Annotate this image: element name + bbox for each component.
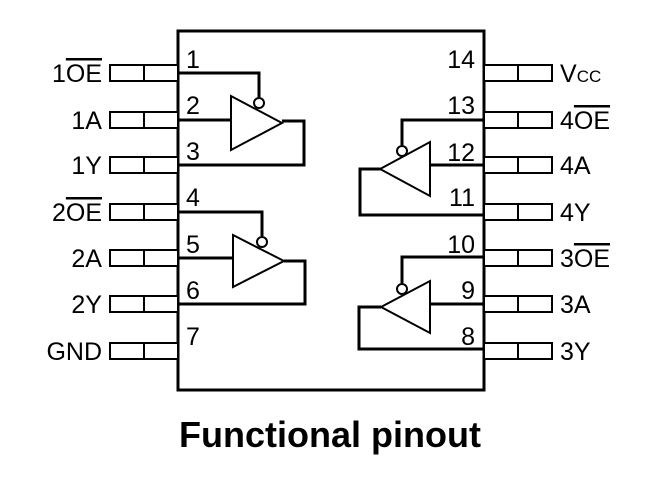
buffer-gate-3 xyxy=(357,255,484,351)
pin-label-6: 2Y xyxy=(71,291,102,319)
pin-label-9: 3A xyxy=(560,291,591,319)
pin-label-5: 2A xyxy=(71,245,102,273)
pin-number-9: 9 xyxy=(461,277,475,305)
pin-number-8: 8 xyxy=(461,323,475,351)
left-pin-stubs xyxy=(109,64,179,360)
pin-number-2: 2 xyxy=(186,92,200,120)
pin-number-10: 10 xyxy=(447,231,475,259)
buffer-gate-1 xyxy=(178,71,306,167)
pin-label-3: 1Y xyxy=(71,152,102,180)
pin-label-14: VCC xyxy=(560,60,601,88)
overbar-label: OE xyxy=(66,199,102,227)
pin-number-6: 6 xyxy=(186,277,200,305)
overbar-label: OE xyxy=(66,60,102,88)
vcc-subscript: CC xyxy=(577,67,602,86)
pin-label-13: 4OE xyxy=(560,107,610,135)
pin-label-2: 1A xyxy=(71,107,102,135)
pin-number-1: 1 xyxy=(186,46,200,74)
pin-label-10: 3OE xyxy=(560,245,610,273)
pin-label-7: GND xyxy=(46,338,102,366)
pin-number-12: 12 xyxy=(447,139,475,167)
pin-number-13: 13 xyxy=(447,92,475,120)
overbar-label: OE xyxy=(574,107,610,135)
pin-number-7: 7 xyxy=(186,323,200,351)
buffer-gate-2 xyxy=(178,210,307,306)
pin-label-4: 2OE xyxy=(52,199,102,227)
pin-label-8: 3Y xyxy=(560,338,591,366)
pin-label-12: 4A xyxy=(560,152,591,180)
pin-number-14: 14 xyxy=(447,46,475,74)
pin-label-1: 1OE xyxy=(52,60,102,88)
pin-number-5: 5 xyxy=(186,231,200,259)
pin-label-11: 4Y xyxy=(560,199,591,227)
right-pin-stubs xyxy=(483,64,553,360)
overbar-label: OE xyxy=(574,245,610,273)
pin-number-11: 11 xyxy=(449,184,475,212)
pin-number-3: 3 xyxy=(186,138,200,166)
pin-number-4: 4 xyxy=(186,184,200,212)
diagram-caption: Functional pinout xyxy=(179,414,481,455)
buffer-gate-4 xyxy=(358,118,484,217)
